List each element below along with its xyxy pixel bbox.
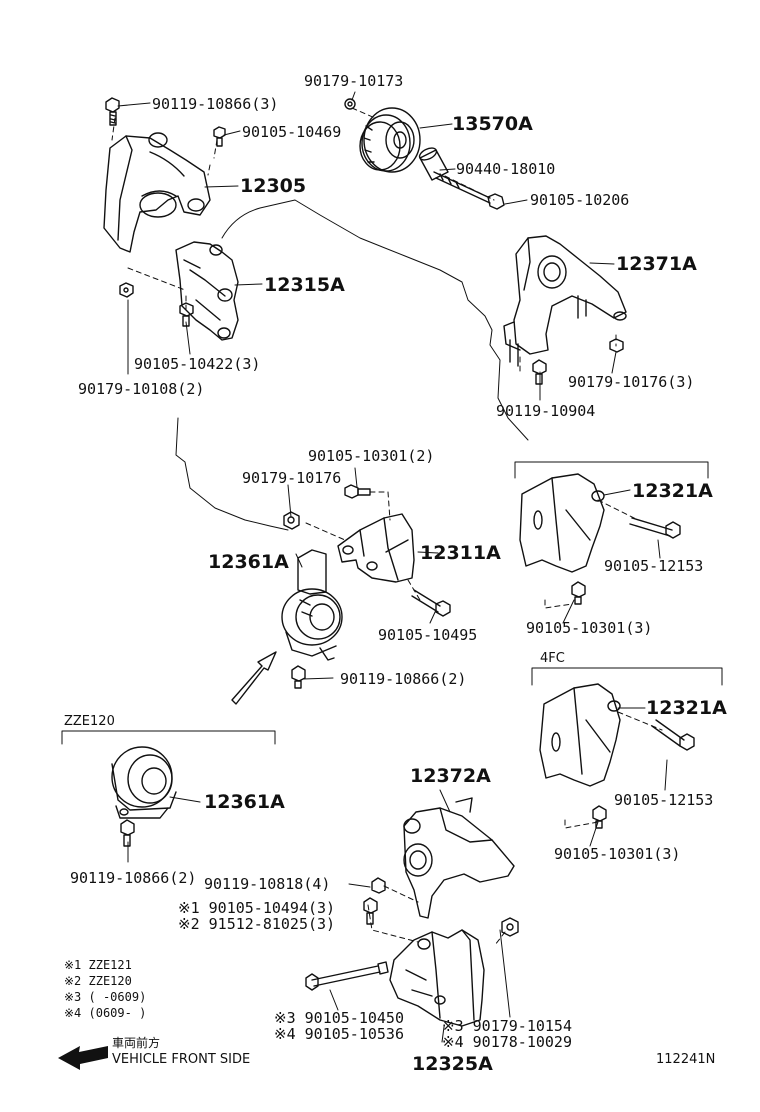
part-label: 90119-10866(2) <box>340 670 467 688</box>
bolt-icon <box>433 171 505 210</box>
engine-outline <box>175 199 529 531</box>
part-label: ※4 90178-10029 <box>442 1033 572 1051</box>
bolt-icon <box>592 805 607 829</box>
part-label: 12321A <box>646 697 727 719</box>
bolt-icon <box>363 897 378 925</box>
nut-icon <box>344 98 356 110</box>
part-label: 90179-10176(3) <box>568 373 695 391</box>
part-label: 12361A <box>208 551 289 573</box>
part-label: 12315A <box>264 274 345 296</box>
part-label: 90105-10301(3) <box>526 619 653 637</box>
long-bolt-icon <box>305 961 389 991</box>
group-label-zze120: ZZE120 <box>64 714 115 729</box>
bracket-12321a-4fc <box>539 683 621 787</box>
part-label: 90105-12153 <box>604 557 704 575</box>
part-label: 90179-10176 <box>242 469 342 487</box>
part-label: 13570A <box>452 113 533 135</box>
nut-icon <box>501 917 519 937</box>
part-label: 90179-10108(2) <box>78 380 205 398</box>
part-label: 90105-10495 <box>378 626 478 644</box>
part-label: 90105-12153 <box>614 791 714 809</box>
bolt-icon <box>532 359 547 385</box>
nut-icon <box>119 282 134 298</box>
front-arrow-icon <box>58 1046 108 1070</box>
part-label: 90179-10173 <box>304 72 404 90</box>
part-label: 90105-10206 <box>530 191 630 209</box>
bracket-12311a <box>337 513 415 583</box>
group-brackets <box>61 461 723 745</box>
part-label: 12305 <box>240 175 307 197</box>
bolt-icon <box>213 126 226 147</box>
part-label: 90119-10904 <box>496 402 596 420</box>
mount-12361a-zze120 <box>111 746 177 819</box>
part-label: ※4 90105-10536 <box>274 1025 404 1043</box>
mount-12372a <box>403 797 515 919</box>
group-label-4fc: 4FC <box>540 651 565 666</box>
part-label: 90119-10866(3) <box>152 95 279 113</box>
bracket-12315a <box>175 241 239 341</box>
bolt-icon <box>371 877 386 894</box>
part-label: 12311A <box>420 542 501 564</box>
bolt-icon <box>120 819 135 847</box>
part-label: ※3 90105-10450 <box>274 1009 404 1027</box>
bolt-icon <box>344 484 371 499</box>
part-label: ※3 90179-10154 <box>442 1017 572 1035</box>
part-label: 90119-10866(2) <box>70 869 197 887</box>
part-label: 12372A <box>410 765 491 787</box>
bolt-icon <box>629 517 681 539</box>
bracket-12325a <box>389 929 485 1027</box>
front-label-en: VEHICLE FRONT SIDE <box>112 1052 251 1067</box>
bracket-12305 <box>103 132 211 253</box>
nut-icon <box>609 338 624 353</box>
bolt-icon <box>291 665 306 689</box>
mount-12371a <box>503 235 627 367</box>
bolt-icon <box>651 719 695 751</box>
dashed-lines <box>111 107 663 946</box>
front-label-jp: 車両前方 <box>112 1036 161 1050</box>
bracket-12321a <box>519 473 605 573</box>
part-label: 90105-10301(3) <box>554 845 681 863</box>
part-label: 90119-10818(4) <box>204 875 331 893</box>
mount-12361a <box>281 549 343 661</box>
collar-90440 <box>418 147 449 181</box>
bolt-icon <box>571 581 586 605</box>
footnote: ※2 ZZE120 <box>64 974 132 988</box>
part-label: 90105-10422(3) <box>134 355 261 373</box>
part-label: 90105-10469 <box>242 123 342 141</box>
part-label: 12321A <box>632 480 713 502</box>
footnote: ※1 ZZE121 <box>64 958 132 972</box>
part-label: 12371A <box>616 253 697 275</box>
footnote: ※3 ( -0609) <box>64 990 147 1004</box>
footnote: ※4 (0609- ) <box>64 1006 147 1020</box>
illustration-code: 112241N <box>656 1052 716 1067</box>
nut-icon <box>283 511 300 530</box>
part-label: 12325A <box>412 1053 493 1075</box>
pulley-13570a <box>359 107 421 173</box>
part-label: 90105-10301(2) <box>308 447 435 465</box>
part-label: 12361A <box>204 791 285 813</box>
bolt-icon <box>179 302 194 327</box>
leader-lines <box>117 91 668 1043</box>
bolt-icon <box>105 97 120 126</box>
part-label: ※2 91512-81025(3) <box>178 915 336 933</box>
bolt-icon <box>411 589 451 617</box>
part-label: ※1 90105-10494(3) <box>178 899 336 917</box>
arrow-icon <box>231 651 277 705</box>
part-label: 90440-18010 <box>456 160 556 178</box>
